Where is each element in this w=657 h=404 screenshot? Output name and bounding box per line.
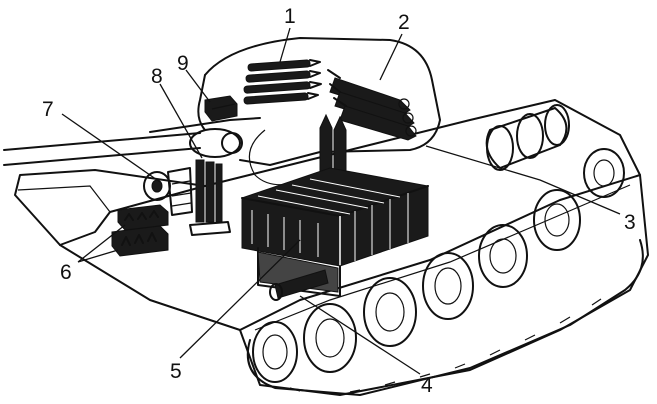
road-wheel <box>583 148 625 198</box>
callout-labels: 1 2 3 4 5 6 7 8 9 <box>42 5 636 397</box>
turret-box <box>204 95 238 122</box>
road-wheel <box>252 321 298 383</box>
front-ammo-boxes <box>111 204 169 257</box>
callout-9: 9 <box>177 52 189 75</box>
callout-6: 6 <box>60 261 72 284</box>
upright-rounds <box>319 113 347 173</box>
callout-5: 5 <box>170 360 182 383</box>
rear-fuel-drums <box>485 104 570 171</box>
callout-1: 1 <box>284 5 296 28</box>
callout-leaders <box>61 27 621 375</box>
floor-shell <box>269 269 329 301</box>
callout-7: 7 <box>42 98 54 121</box>
callout-4: 4 <box>421 374 433 397</box>
floor-ammo-crate <box>241 167 429 297</box>
turret-outline <box>149 37 441 186</box>
road-wheel <box>303 303 357 373</box>
drum-magazine-rack <box>143 167 193 216</box>
road-wheel <box>363 277 417 347</box>
callout-3: 3 <box>624 211 636 234</box>
callout-8: 8 <box>151 65 163 88</box>
turret-shell-rack <box>243 59 322 105</box>
turret-side-rack <box>327 69 417 141</box>
road-wheel <box>422 252 474 320</box>
road-wheel <box>533 189 581 251</box>
main-gun <box>3 128 243 166</box>
road-wheel <box>478 224 528 288</box>
track-assembly <box>246 148 644 396</box>
left-wall-rack <box>189 159 231 236</box>
callout-2: 2 <box>398 11 410 34</box>
